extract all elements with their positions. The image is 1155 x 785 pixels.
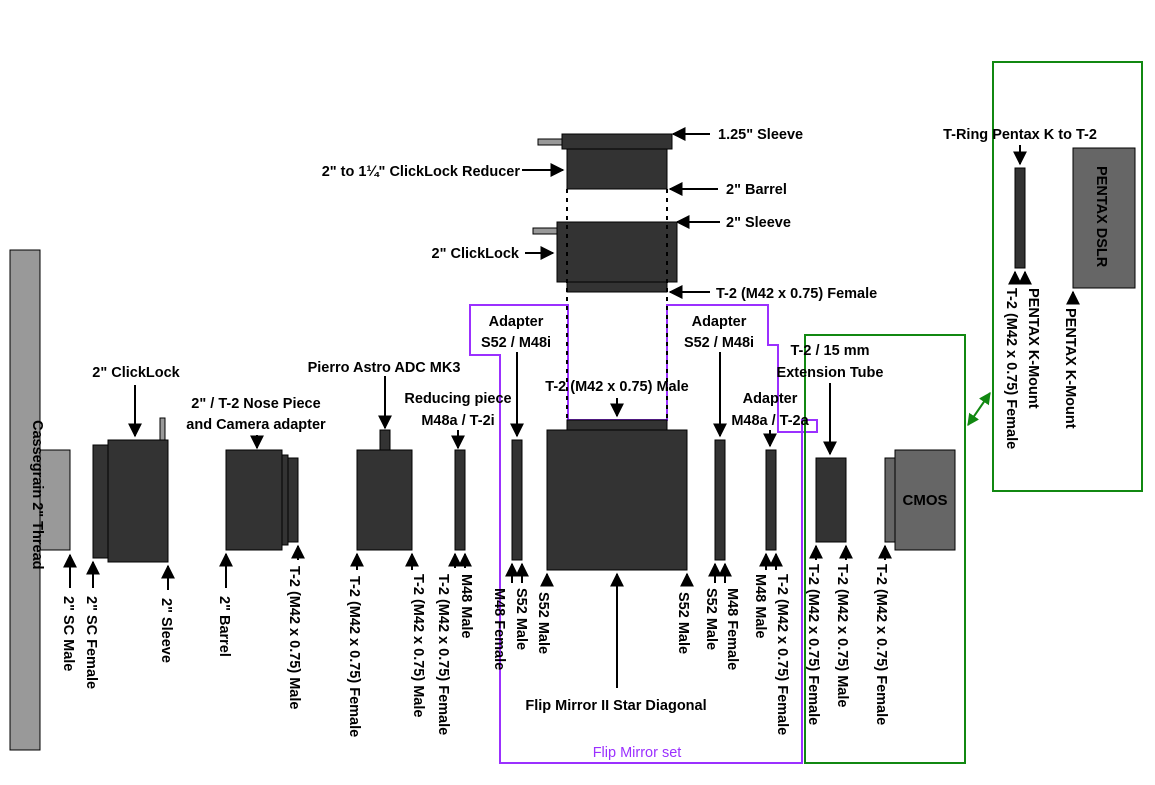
label-flip-mirror-set: Flip Mirror set: [593, 745, 682, 761]
label-adapter-left-1: Adapter: [489, 314, 544, 330]
dslr-set-outline: [992, 61, 1143, 492]
label-nosepiece-1: 2" / T-2 Nose Piece: [191, 396, 320, 412]
clicklock-top-tube: [532, 227, 560, 235]
label-clicklock-top: 2" ClickLock: [432, 246, 520, 262]
label-reducing-2: M48a / T-2i: [421, 413, 494, 429]
adapter-left: [511, 439, 523, 561]
clicklock-collar: [92, 444, 109, 559]
label-sleeve-2: 2" Sleeve: [158, 598, 174, 663]
label-pentax-kmount-2: PENTAX K-Mount: [1062, 308, 1078, 429]
label-s52-male-4: S52 Male: [703, 588, 719, 650]
flip-mirror-top: [566, 419, 668, 431]
label-nosepiece-2: and Camera adapter: [186, 417, 326, 433]
reducing-piece: [454, 449, 466, 551]
clicklock-top-body: [556, 221, 678, 283]
label-extension-2: Extension Tube: [777, 365, 884, 381]
label-t2-female-6: T-2 (M42 x 0.75) Female: [805, 564, 821, 725]
label-sleeve-2-top: 2" Sleeve: [726, 215, 791, 231]
label-adc: Pierro Astro ADC MK3: [308, 360, 461, 376]
nosepiece-thread: [287, 457, 299, 543]
label-s52-male-3: S52 Male: [675, 592, 691, 654]
label-adapter-m48-2: M48a / T-2a: [731, 413, 809, 429]
label-barrel-2: 2" Barrel: [216, 596, 232, 657]
tring-part: [1014, 167, 1026, 269]
adc-knob: [379, 429, 391, 451]
label-t2-male-3: T-2 (M42 x 0.75) Male: [410, 574, 426, 717]
label-barrel-2-top: 2" Barrel: [726, 182, 787, 198]
label-extension-1: T-2 / 15 mm: [791, 343, 870, 359]
flip-mirror-body: [546, 429, 688, 571]
label-adapter-left-2: S52 / M48i: [481, 335, 551, 351]
sleeve-125-part: [561, 133, 673, 150]
label-t2-female-4: T-2 (M42 x 0.75) Female: [435, 574, 451, 735]
label-pentax-dslr: PENTAX DSLR: [1093, 166, 1109, 268]
label-reducer: 2" to 1¼" ClickLock Reducer: [322, 164, 521, 180]
camera-set-outline: [804, 334, 966, 764]
label-cmos: CMOS: [903, 492, 948, 509]
callout-arrows: [63, 127, 1080, 688]
label-flip-mirror: Flip Mirror II Star Diagonal: [525, 698, 706, 714]
label-m48-male-1: M48 Male: [458, 574, 474, 638]
clicklock-body: [107, 439, 169, 563]
label-t2-male-1: T-2 (M42 x 0.75) Male: [286, 566, 302, 709]
label-t2-male-top: T-2 (M42 x 0.75) Male: [545, 379, 688, 395]
label-sleeve-125: 1.25" Sleeve: [718, 127, 803, 143]
adapter-m48-t2: [765, 449, 777, 551]
nosepiece-body: [225, 449, 283, 551]
label-t2-male-6: T-2 (M42 x 0.75) Male: [834, 564, 850, 707]
label-adapter-right-2: S52 / M48i: [684, 335, 754, 351]
label-s52-male-2: S52 Male: [535, 592, 551, 654]
label-adapter-right-1: Adapter: [692, 314, 747, 330]
sc-thread-part: [39, 449, 71, 551]
pentax-dslr-body: [1072, 147, 1136, 289]
label-t2-female-7: T-2 (M42 x 0.75) Female: [873, 564, 889, 725]
label-t2-female-8: T-2 (M42 x 0.75) Female: [1003, 288, 1019, 449]
adc-body: [356, 449, 413, 551]
label-pentax-kmount-1: PENTAX K-Mount: [1025, 288, 1041, 409]
clicklock-top-thread: [566, 281, 668, 293]
adapter-right: [714, 439, 726, 561]
nosepiece-ring: [281, 454, 289, 546]
label-sc-male: 2" SC Male: [60, 596, 76, 671]
label-cassegrain: Cassegrain 2" Thread: [29, 420, 45, 570]
label-tring: T-Ring Pentax K to T-2: [943, 127, 1097, 143]
cmos-flange: [884, 457, 896, 543]
label-m48-female-1: M48 Female: [491, 588, 507, 670]
reducer-body: [566, 148, 668, 190]
label-adapter-m48-1: Adapter: [743, 391, 798, 407]
alternative-connector-arrow: [967, 392, 991, 426]
cmos-camera: [894, 449, 956, 551]
label-clicklock-left: 2" ClickLock: [92, 365, 180, 381]
label-t2-female-2: T-2 (M42 x 0.75) Female: [346, 576, 362, 737]
label-m48-female-2: M48 Female: [724, 588, 740, 670]
label-t2-female-5: T-2 (M42 x 0.75) Female: [774, 574, 790, 735]
label-m48-male-2: M48 Male: [752, 574, 768, 638]
clicklock-knob: [159, 417, 166, 441]
label-t2-female-top: T-2 (M42 x 0.75) Female: [716, 286, 877, 302]
extension-tube: [815, 457, 847, 543]
label-reducing-1: Reducing piece: [404, 391, 511, 407]
label-s52-male-1: S52 Male: [513, 588, 529, 650]
label-sc-female: 2" SC Female: [83, 596, 99, 689]
